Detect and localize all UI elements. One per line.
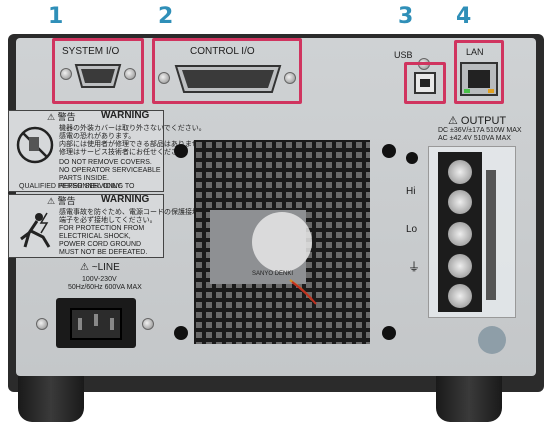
right-foot xyxy=(436,372,502,422)
warning-jp-line: 機器の外装カバーは取り外さないでください。 xyxy=(59,125,206,132)
screw xyxy=(60,68,72,80)
warning-jp-line: 内部には使用者が修理できる部品はありません。 xyxy=(59,141,213,148)
terminal-screw[interactable] xyxy=(448,222,472,246)
mounting-hole xyxy=(174,326,188,340)
system-io-highlight xyxy=(52,38,144,104)
warning-label-covers: ⚠ 警告 WARNING 機器の外装カバーは取り外さないでください。 感電の恐れ… xyxy=(8,110,213,192)
power-rating: 50Hz/60Hz 600VA MAX xyxy=(68,284,142,291)
power-title: ⚠ ~LINE xyxy=(80,262,120,273)
warning-line: ELECTRICAL SHOCK, xyxy=(59,233,131,240)
warning-heading: WARNING xyxy=(101,194,150,205)
mounting-hole xyxy=(382,144,396,158)
output-ground-symbol: ⏚ xyxy=(408,260,421,274)
output-hi-label: Hi xyxy=(406,186,416,197)
callout-3: 3 xyxy=(398,4,414,29)
mounting-hole xyxy=(174,144,188,158)
grounding-knob xyxy=(478,326,506,354)
output-ac-rating: AC ±42.4V 510VA MAX xyxy=(438,135,511,142)
electric-shock-icon xyxy=(20,212,51,248)
callout-4: 4 xyxy=(456,4,472,29)
screw xyxy=(142,318,154,330)
warning-line: MUST NOT BE DEFEATED. xyxy=(59,249,148,256)
screw xyxy=(124,68,136,80)
screw xyxy=(36,318,48,330)
no-disassembly-icon xyxy=(16,126,54,164)
screw xyxy=(284,72,296,84)
system-io-connector[interactable] xyxy=(74,63,122,89)
usb-port[interactable] xyxy=(414,72,436,94)
lan-highlight xyxy=(454,40,504,104)
fan-grille xyxy=(194,140,370,344)
callout-2: 2 xyxy=(158,4,174,29)
control-io-connector[interactable] xyxy=(174,64,282,94)
output-title: ⚠ OUTPUT xyxy=(448,115,507,127)
warning-line: QUALIFIED PERSONNEL ONLY. xyxy=(19,183,123,190)
output-screw-hole xyxy=(406,152,418,164)
screw xyxy=(158,72,170,84)
warning-jp-line: 感電の恐れがあります。 xyxy=(59,133,136,140)
warning-line: FOR PROTECTION FROM xyxy=(59,225,145,232)
terminal-screw[interactable] xyxy=(448,190,472,214)
warning-line: DO NOT REMOVE COVERS. xyxy=(59,159,152,166)
warning-line: POWER CORD GROUND xyxy=(59,241,142,248)
system-io-label: SYSTEM I/O xyxy=(62,46,120,57)
output-dc-rating: DC ±36V/±17A 510W MAX xyxy=(438,127,522,134)
warning-label-ground: ⚠ 警告 WARNING 感電事故を防ぐため、電源コードの保護接地 端子を必ず接… xyxy=(8,194,199,258)
ac-power-inlet[interactable] xyxy=(56,298,136,348)
terminal-screw[interactable] xyxy=(448,254,472,278)
control-io-highlight xyxy=(152,38,302,104)
output-lo-label: Lo xyxy=(406,224,418,235)
mounting-hole xyxy=(382,326,396,340)
warning-heading: WARNING xyxy=(101,110,150,121)
warning-line: PARTS INSIDE. xyxy=(59,175,109,182)
lan-label: LAN xyxy=(466,47,484,57)
control-io-label: CONTROL I/O xyxy=(190,46,255,57)
fan-brand-label: SANYO DENKI xyxy=(252,271,294,277)
power-voltage: 100V-230V xyxy=(82,276,117,283)
usb-highlight xyxy=(404,62,446,104)
warning-line: REFER SERVICING TO xyxy=(59,183,135,190)
left-foot xyxy=(18,372,84,422)
usb-label: USB xyxy=(394,50,413,60)
warning-heading-jp: ⚠ 警告 xyxy=(47,112,76,122)
warning-line: NO OPERATOR SERVICEABLE xyxy=(59,167,161,174)
output-terminal-block xyxy=(438,152,482,312)
terminal-screw[interactable] xyxy=(448,284,472,308)
warning-jp-line: 感電事故を防ぐため、電源コードの保護接地 xyxy=(59,209,199,216)
warning-heading-jp: ⚠ 警告 xyxy=(47,196,76,206)
terminal-bracket xyxy=(486,170,496,300)
callout-1: 1 xyxy=(48,4,64,29)
lan-port[interactable] xyxy=(460,62,498,96)
terminal-screw[interactable] xyxy=(448,160,472,184)
warning-jp-line: 修理はサービス技術者にお任せください。 xyxy=(59,149,192,156)
warning-jp-line: 端子を必ず接地してください。 xyxy=(59,217,157,224)
